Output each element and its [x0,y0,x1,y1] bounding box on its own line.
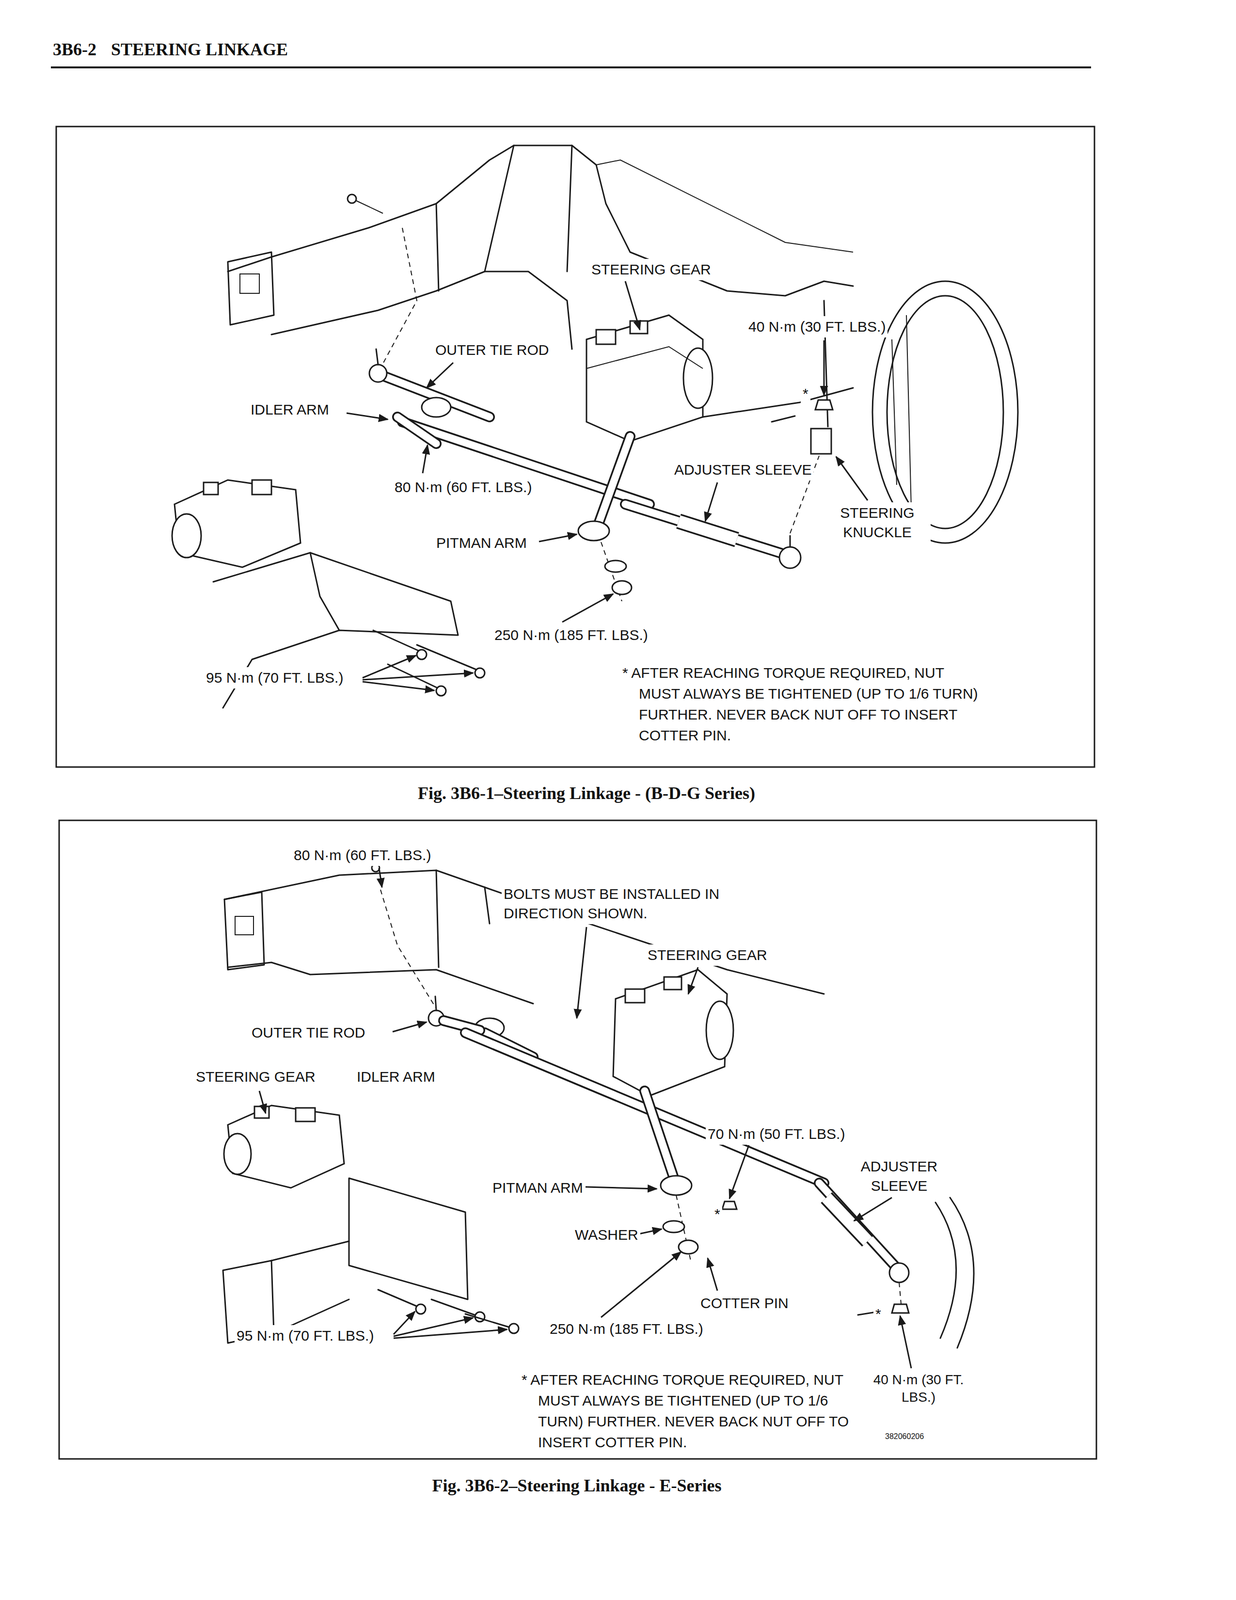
part-name: PITMAN ARM [434,532,529,554]
header-rule [50,66,1092,69]
part-name: STEERING GEAR [589,258,714,281]
note-mark: * [712,1203,723,1225]
part-name: OUTER TIE ROD [433,339,551,361]
note-mark: * [873,1302,884,1325]
torque-spec: 80 N·m (60 FT. LBS.) [291,844,433,866]
torque-spec: 70 N·m (50 FT. LBS.) [705,1123,847,1145]
torque-spec: 40 N·m (30 FT. LBS.) [746,316,888,338]
part-name: OUTER TIE ROD [249,1021,367,1044]
part-name: STEERING KNUCKLE [824,502,931,543]
note-text: * AFTER REACHING TORQUE REQUIRED, NUT MU… [620,661,989,747]
note-text: * AFTER REACHING TORQUE REQUIRED, NUT MU… [519,1367,879,1454]
figure-frame [56,126,1095,767]
leader-lines [259,867,912,1368]
part-name: COTTER PIN [698,1292,791,1314]
torque-spec: 250 N·m (185 FT. LBS.) [492,624,650,646]
page-number: 3B6-2 [50,37,99,62]
assembly-note: BOLTS MUST BE INSTALLED IN DIRECTION SHO… [501,883,735,924]
figure-caption: Fig. 3B6-2–Steering Linkage - E-Series [271,1473,883,1497]
part-name: WASHER [572,1223,641,1246]
torque-spec: 40 N·m (30 FT. LBS.) [862,1369,975,1407]
figure-frame [59,820,1097,1459]
part-name: IDLER ARM [248,398,332,421]
torque-spec: 250 N·m (185 FT. LBS.) [547,1317,706,1340]
drawing-number: 382060206 [883,1429,926,1442]
part-name: PITMAN ARM [490,1176,586,1199]
linkage-drawing [222,863,974,1348]
torque-spec: 95 N·m (70 FT. LBS.) [234,1324,376,1347]
leader-lines [346,281,868,691]
part-name: STEERING GEAR [193,1065,318,1088]
torque-spec: 80 N·m (60 FT. LBS.) [392,476,534,498]
part-name: IDLER ARM [354,1065,438,1088]
part-name: ADJUSTER SLEEVE [845,1155,953,1197]
part-name: ADJUSTER SLEEVE [672,459,814,481]
linkage-drawing [172,145,1018,708]
part-name: STEERING GEAR [645,944,770,966]
figure-caption: Fig. 3B6-1–Steering Linkage - (B-D-G Ser… [271,781,902,805]
page-title: STEERING LINKAGE [109,37,290,62]
note-mark: * [800,382,811,405]
torque-spec: 95 N·m (70 FT. LBS.) [204,666,346,689]
